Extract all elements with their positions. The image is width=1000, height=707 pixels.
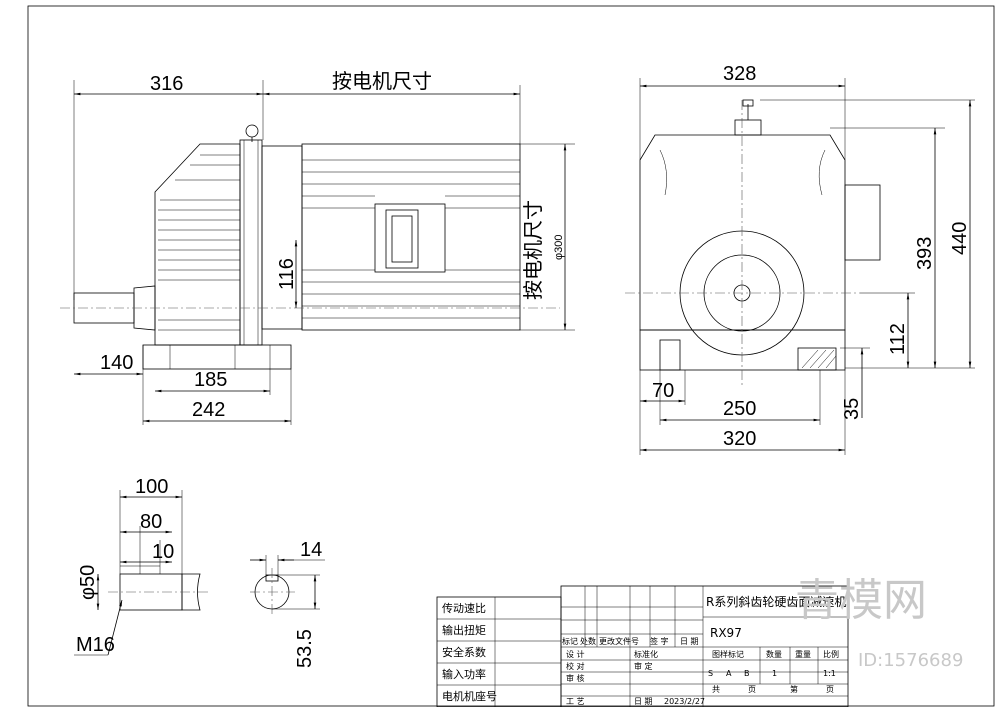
- dim-242: 242: [192, 399, 225, 421]
- param-power: 输入功率: [442, 667, 486, 681]
- tb-quantity: 数量: [766, 649, 782, 659]
- dim-393: 393: [914, 237, 936, 270]
- tb-date-label: 日 期: [634, 697, 653, 706]
- gear-reducer-end-view: [625, 99, 881, 385]
- tb-weight: 重量: [795, 649, 811, 659]
- dim-phi50: φ50: [77, 565, 99, 600]
- dim-motor-diameter: φ300: [553, 235, 565, 261]
- watermark-brand: 青模网: [795, 575, 927, 626]
- drawing-title: R系列斜齿轮硬齿面减速机: [706, 595, 846, 609]
- tb-sheet-no: 第: [790, 684, 798, 694]
- dim-m16: M16: [76, 634, 115, 656]
- tb-sign: 签 字: [650, 636, 669, 646]
- tb-standard: 标准化: [634, 649, 658, 659]
- dim-53-5: 53.5: [294, 629, 316, 668]
- tb-mark-b: B: [744, 669, 750, 678]
- tb-qty-value: 1: [772, 669, 777, 678]
- dim-motor-size-top: 按电机尺寸: [332, 69, 432, 93]
- dim-14: 14: [300, 539, 322, 561]
- dim-80: 80: [140, 511, 162, 533]
- dim-185: 185: [194, 369, 227, 391]
- dim-70: 70: [652, 380, 674, 402]
- drawing-model: RX97: [710, 626, 742, 640]
- tb-date-value: 2023/2/27: [664, 697, 705, 706]
- side-view-dimensions: 316 按电机尺寸 按电机尺寸 φ300 116 140 185 242: [73, 69, 575, 425]
- dim-320: 320: [723, 428, 756, 450]
- param-frame: 电机机座号: [442, 689, 497, 703]
- gear-reducer-side-view: [60, 124, 560, 370]
- tb-check: 校 对: [566, 661, 585, 671]
- tb-total: 共: [712, 685, 720, 694]
- param-safety: 安全系数: [442, 645, 486, 659]
- dim-100: 100: [135, 476, 168, 498]
- dim-35: 35: [841, 398, 863, 420]
- tb-mark-a: A: [726, 669, 732, 678]
- tb-date: 日 期: [680, 637, 699, 646]
- drawing-frame: [27, 5, 995, 707]
- param-torque: 输出扭矩: [442, 623, 486, 637]
- tb-doc: 更改文件号: [599, 636, 639, 646]
- tb-sheet-of: 页: [748, 685, 756, 694]
- param-ratio: 传动速比: [442, 602, 486, 615]
- tb-scale-value: 1:1: [823, 669, 836, 678]
- title-block: R系列斜齿轮硬齿面减速机 RX97 标记 处数 更改文件号 签 字 日 期 设 …: [560, 585, 849, 707]
- dim-motor-size-side: 按电机尺寸: [521, 200, 545, 300]
- end-view-dimensions: 328 440 393 112 35 70 250 320: [639, 63, 975, 455]
- dim-10: 10: [152, 541, 174, 563]
- dim-116: 116: [276, 258, 298, 290]
- tb-review: 审 核: [566, 673, 585, 683]
- dim-112: 112: [887, 323, 909, 355]
- parameter-table: 传动速比 输出扭矩 安全系数 输入功率 电机机座号: [436, 596, 562, 707]
- dim-440: 440: [949, 222, 971, 255]
- tb-design: 设 计: [566, 649, 585, 659]
- tb-pattern-mark: 图样标记: [712, 649, 744, 659]
- tb-count: 处数: [580, 636, 596, 646]
- dim-140: 140: [100, 352, 133, 374]
- tb-process: 工 艺: [566, 697, 585, 706]
- dim-316: 316: [150, 73, 183, 95]
- tb-approve: 审 定: [634, 661, 653, 671]
- dim-250: 250: [723, 398, 756, 420]
- key-section: 14 53.5: [250, 539, 325, 668]
- tb-mark-s: S: [708, 669, 713, 678]
- shaft-detail: 100 80 10 φ50 M16: [74, 476, 210, 656]
- tb-mark: 标记: [562, 636, 578, 646]
- tb-sheet: 页: [826, 685, 834, 694]
- watermark-id: ID:1576689: [858, 650, 963, 671]
- tb-scale: 比例: [823, 649, 839, 659]
- dim-328: 328: [723, 63, 756, 85]
